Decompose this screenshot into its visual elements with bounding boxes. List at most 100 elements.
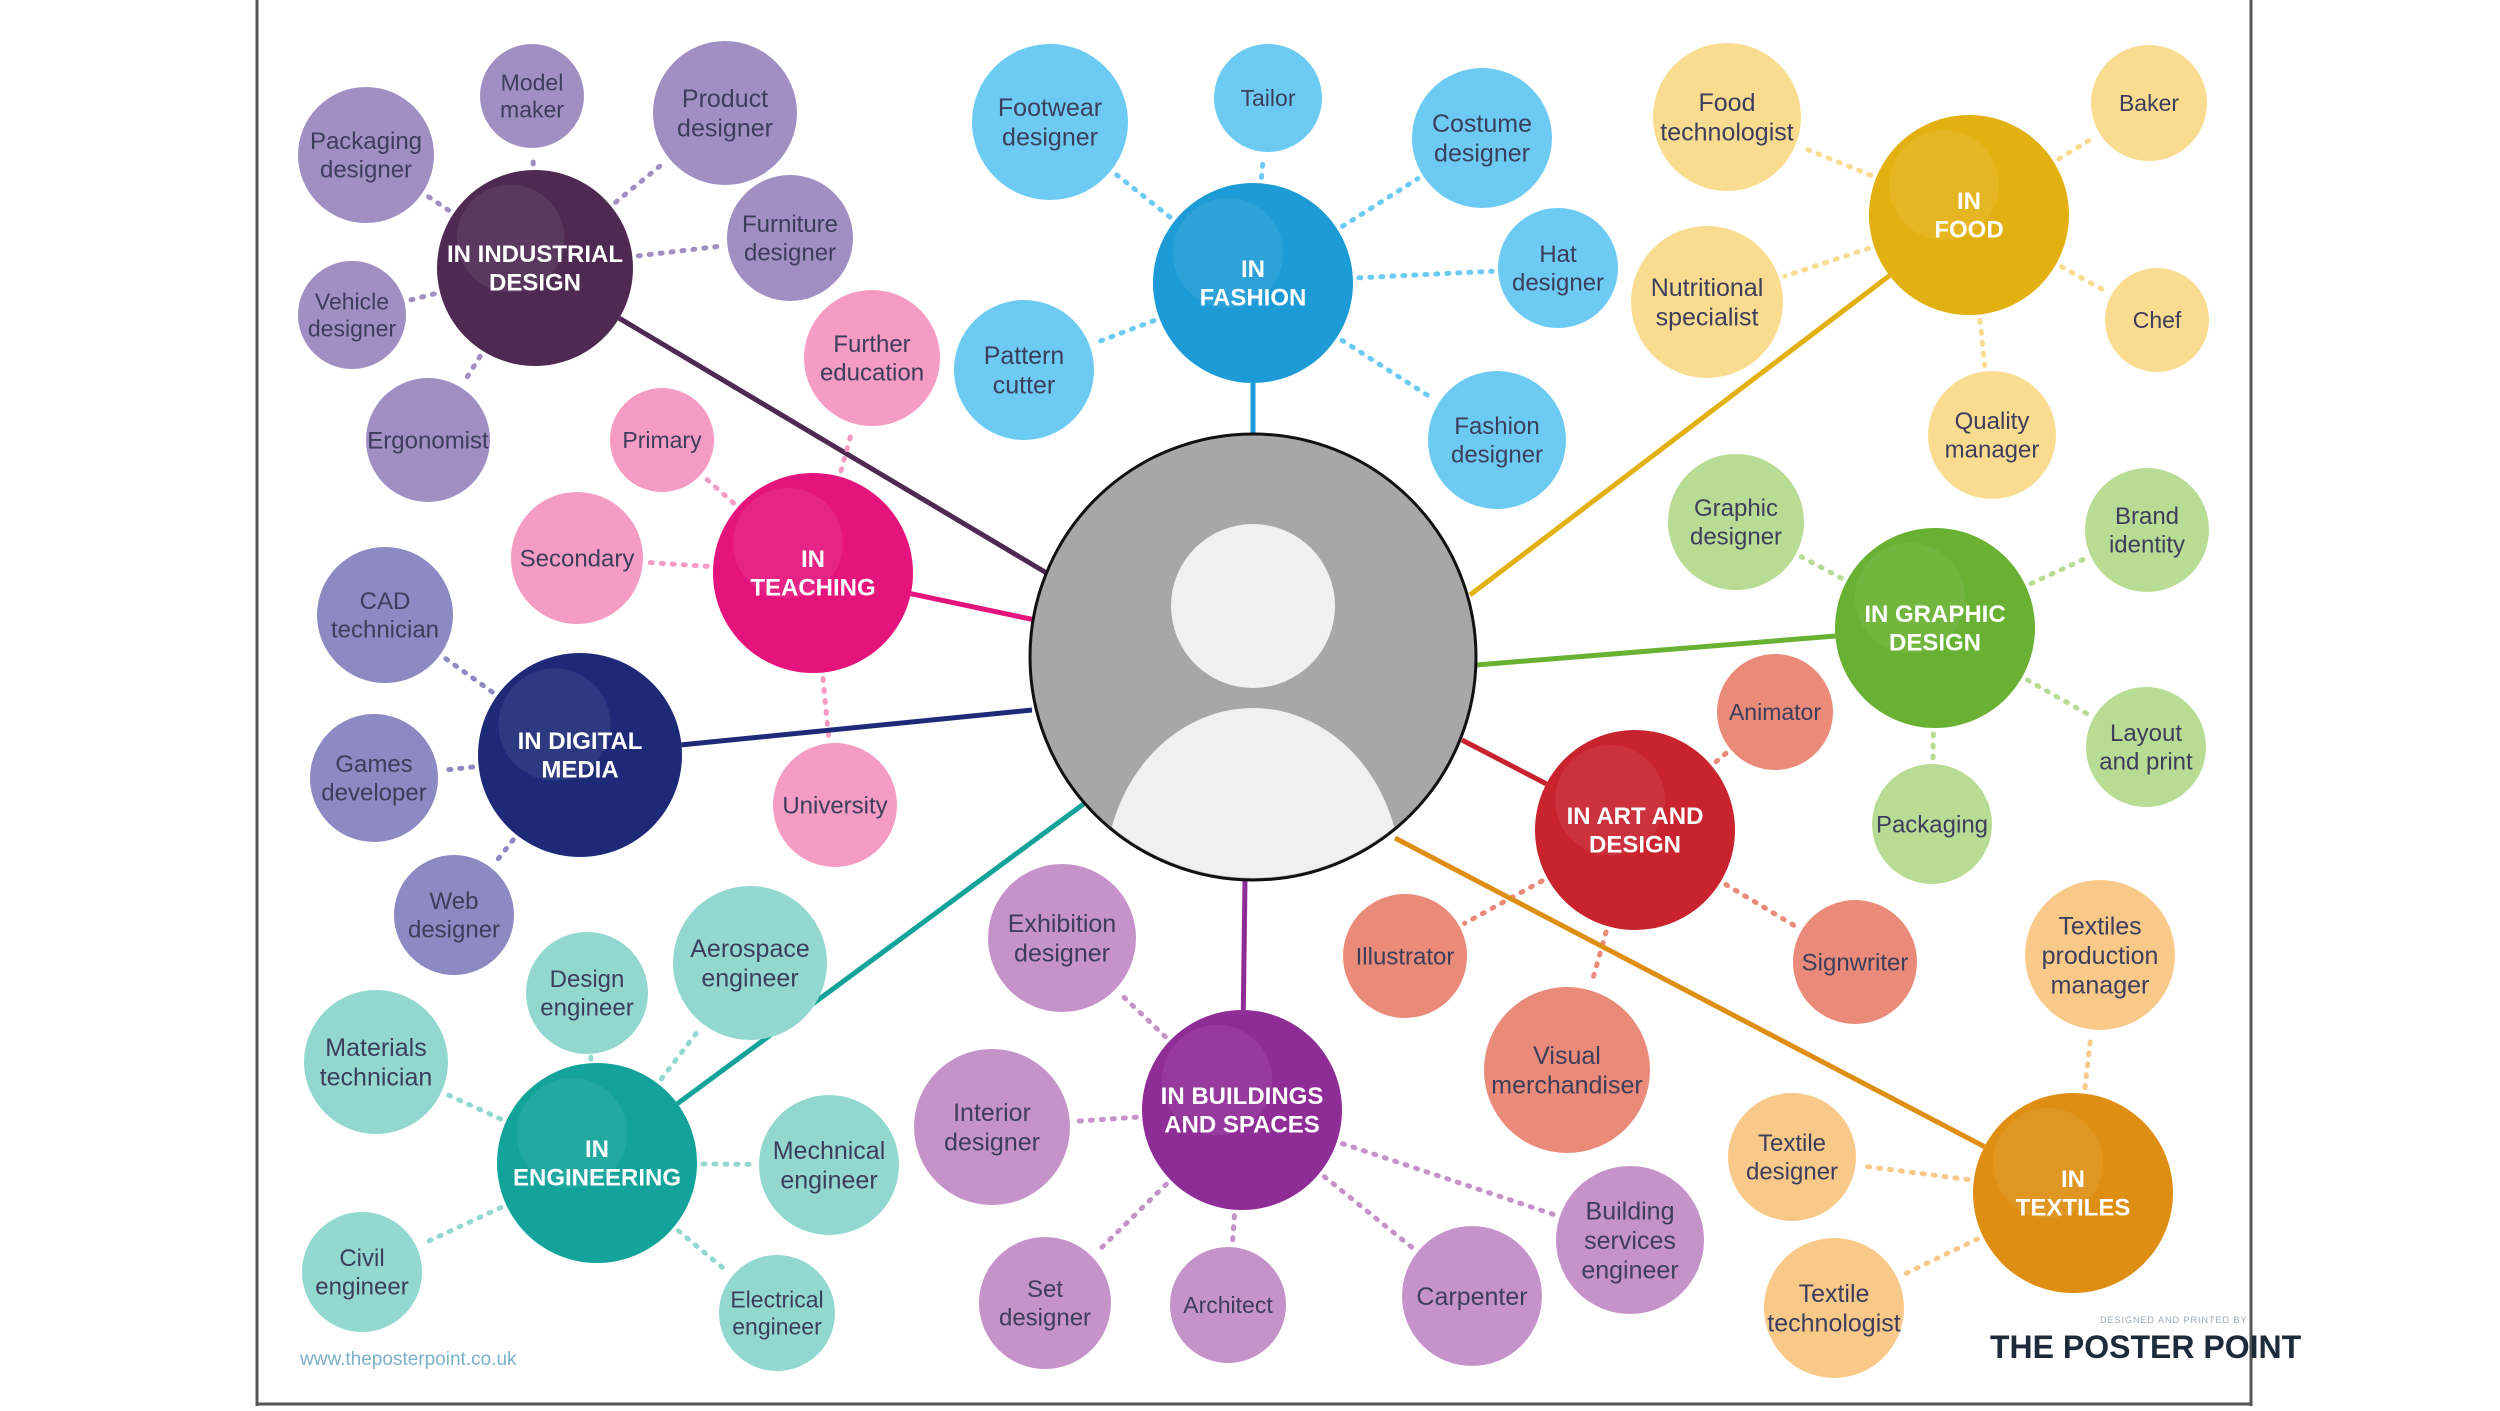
career-node-circle — [954, 300, 1094, 440]
career-node-label-line: Illustrator — [1356, 943, 1455, 970]
career-node-circle — [914, 1049, 1070, 1205]
career-node: Architect — [1170, 1247, 1286, 1363]
career-node-label-line: Games — [335, 751, 412, 778]
career-node-label-line: developer — [321, 780, 426, 807]
career-node-label-line: Civil — [339, 1245, 384, 1272]
career-node-label-line: education — [820, 360, 924, 387]
career-node-label-line: Textiles — [2058, 912, 2141, 940]
career-node: Baker — [2091, 45, 2207, 161]
career-node: Ergonomist — [366, 378, 490, 502]
career-node-label-line: production — [2042, 942, 2159, 970]
career-node-label-line: Footwear — [998, 94, 1102, 122]
career-node-label-line: Exhibition — [1008, 910, 1116, 938]
career-node-label-line: Graphic — [1694, 495, 1778, 522]
hub-label-line: DESIGN — [1589, 832, 1681, 859]
career-node-label-line: manager — [1945, 437, 2040, 464]
hub-label-line: IN ART AND — [1567, 803, 1704, 830]
career-node-label-line: designer — [1002, 124, 1098, 152]
career-node-label-line: Baker — [2119, 90, 2179, 116]
career-node-label-line: Packaging — [310, 128, 422, 155]
career-node-label-line: Food — [1699, 89, 1756, 117]
career-node-circle — [759, 1095, 899, 1235]
hub-label-line: IN — [2061, 1166, 2085, 1193]
career-node-label-line: identity — [2109, 532, 2185, 559]
career-node-label-line: CAD — [360, 588, 411, 615]
career-node-circle — [972, 44, 1128, 200]
career-node-circle — [988, 864, 1136, 1012]
career-node-label-line: designer — [999, 1305, 1091, 1332]
career-node-label-line: cutter — [993, 372, 1056, 400]
career-node-label-line: manager — [2051, 971, 2150, 999]
career-node-label-line: engineer — [1581, 1256, 1678, 1284]
career-node: Primary — [610, 388, 714, 492]
career-node-label-line: designer — [1014, 940, 1110, 968]
career-node-label-line: designer — [677, 115, 773, 143]
hub-label-line: IN DIGITAL — [518, 728, 643, 755]
dotted-connector — [1233, 1216, 1235, 1241]
career-node: Animator — [1717, 654, 1833, 770]
career-node-label-line: technologist — [1660, 119, 1793, 147]
career-node: Chef — [2105, 268, 2209, 372]
career-node-label-line: designer — [320, 157, 412, 184]
career-node-label-line: engineer — [315, 1274, 408, 1301]
hub-label-line: AND SPACES — [1164, 1112, 1320, 1139]
hub-label-line: FOOD — [1934, 217, 2003, 244]
career-node-label-line: designer — [744, 240, 836, 267]
career-node-label-line: Packaging — [1876, 811, 1988, 838]
hub-label-line: ENGINEERING — [513, 1165, 681, 1192]
career-node-label-line: designer — [408, 917, 500, 944]
career-node-label-line: services — [1584, 1227, 1676, 1255]
hub-label-line: IN — [1957, 188, 1981, 215]
hub-label-line: IN — [1241, 256, 1265, 283]
career-node-label-line: Primary — [622, 427, 702, 453]
career-node-circle — [1631, 226, 1783, 378]
career-node-label-line: engineer — [732, 1314, 822, 1340]
career-node-label-line: Mechnical — [773, 1137, 886, 1165]
career-node-label-line: Fashion — [1454, 413, 1539, 440]
career-node-label-line: Textile — [1758, 1130, 1826, 1157]
hub-label-line: IN INDUSTRIAL — [447, 241, 623, 268]
career-node-label-line: Animator — [1729, 699, 1821, 725]
career-node-label-line: Set — [1027, 1276, 1063, 1303]
career-node: Illustrator — [1343, 894, 1467, 1018]
career-node-label-line: designer — [1512, 270, 1604, 297]
career-node-label-line: Further — [833, 331, 910, 358]
career-node-label-line: Textile — [1799, 1280, 1870, 1308]
hub-label-line: MEDIA — [541, 757, 618, 784]
hub-label-line: TEXTILES — [2016, 1195, 2131, 1222]
hub-label-line: IN — [801, 546, 825, 573]
career-node-label-line: Chef — [2133, 307, 2182, 333]
career-node-label-line: Nutritional — [1651, 274, 1764, 302]
career-node-label-line: Web — [430, 888, 479, 915]
brand-name: THE POSTER POINT — [1990, 1329, 2302, 1365]
career-node-label-line: Aerospace — [690, 935, 810, 963]
career-node-label-line: designer — [1690, 524, 1782, 551]
career-node-circle — [653, 41, 797, 185]
